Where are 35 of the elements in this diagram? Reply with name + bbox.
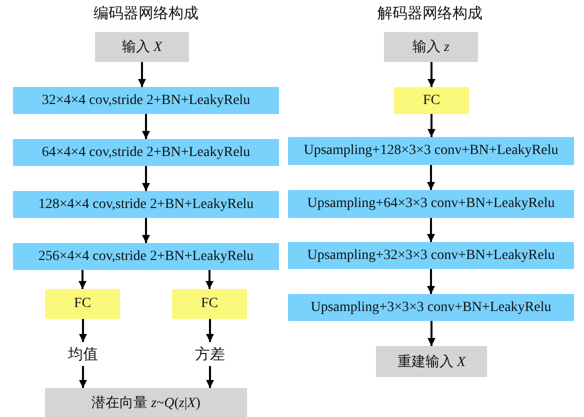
layer-box: Upsampling+32×3×3 conv+BN+LeakyRelu: [288, 242, 574, 269]
fc-box: FC: [394, 87, 469, 114]
arrow: [427, 165, 435, 190]
column-heading: 解码器网络构成: [376, 4, 484, 23]
arrow: [206, 366, 214, 388]
arrow: [142, 166, 150, 191]
arrow: [78, 270, 86, 289]
layer-box: Upsampling+128×3×3 conv+BN+LeakyRelu: [288, 137, 574, 165]
fc-box: FC: [172, 289, 247, 319]
layer-box: Upsampling+3×3×3 conv+BN+LeakyRelu: [288, 294, 574, 321]
output-box: 重建输入 X: [376, 346, 487, 377]
arrow: [427, 269, 435, 294]
layer-box: Upsampling+64×3×3 conv+BN+LeakyRelu: [288, 190, 574, 218]
arrow: [427, 218, 435, 242]
layer-box: 256×4×4 cov,stride 2+BN+LeakyRelu: [13, 243, 279, 270]
arrow: [206, 319, 214, 342]
arrow: [206, 270, 214, 289]
arrow: [142, 218, 150, 243]
column-heading: 编码器网络构成: [92, 4, 200, 23]
layer-box: 64×4×4 cov,stride 2+BN+LeakyRelu: [13, 139, 279, 166]
fc-box: FC: [45, 289, 120, 319]
arrow: [142, 114, 150, 139]
arrow: [428, 62, 436, 87]
output-label: 均值: [60, 342, 106, 366]
output-label: 方差: [187, 342, 233, 366]
arrow: [138, 62, 146, 87]
output-box: 潜在向量 z~Q(z|X): [45, 388, 247, 417]
arrow: [79, 319, 87, 342]
input-box: 输入 X: [95, 32, 189, 62]
layer-box: 128×4×4 cov,stride 2+BN+LeakyRelu: [13, 191, 279, 218]
arrow: [428, 114, 436, 137]
arrow: [79, 366, 87, 388]
arrow: [428, 321, 436, 346]
layer-box: 32×4×4 cov,stride 2+BN+LeakyRelu: [13, 87, 279, 114]
input-box: 输入 z: [384, 32, 478, 62]
